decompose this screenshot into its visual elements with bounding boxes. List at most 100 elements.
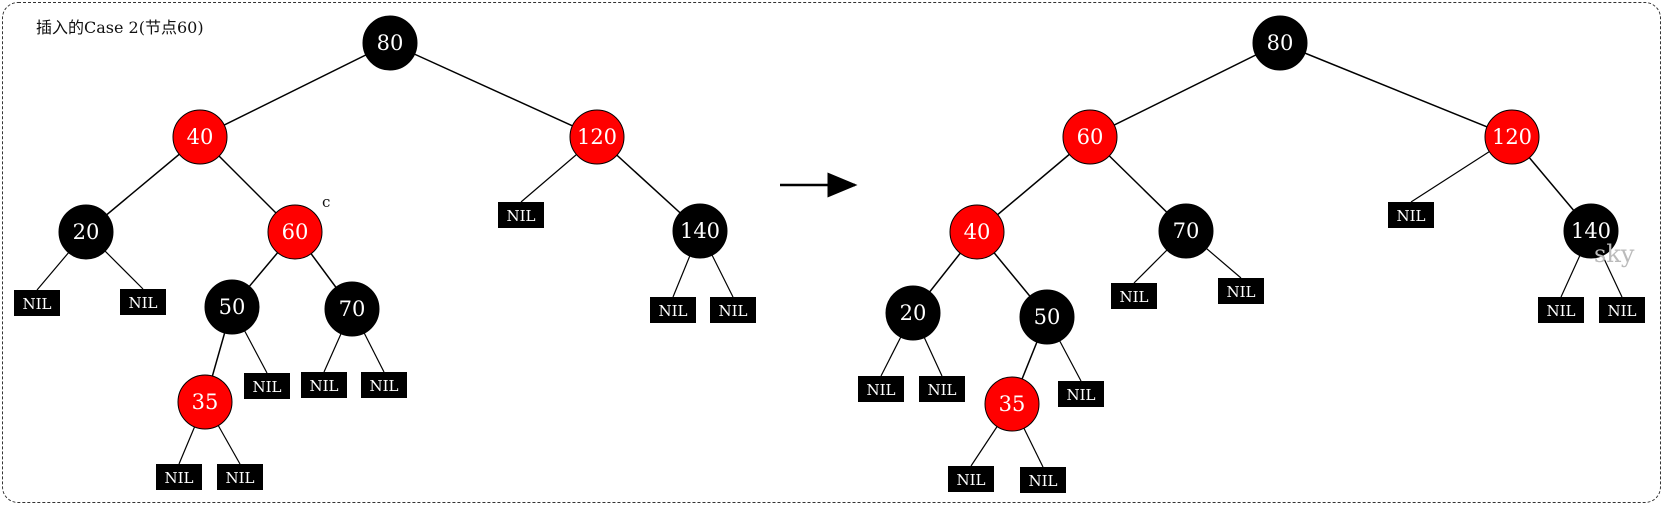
after-nil-label: NIL — [1607, 302, 1636, 320]
after-nil-label: NIL — [1226, 283, 1255, 301]
before-nil-leaf: NIL — [498, 202, 544, 228]
before-nil-leaf: NIL — [14, 290, 60, 316]
before-nil-box — [361, 372, 407, 398]
before-node-40-label: 40 — [187, 125, 214, 149]
before-node-60-circle — [267, 204, 323, 260]
before-nil-label: NIL — [225, 469, 254, 487]
before-nil-box — [156, 464, 202, 490]
after-node-50: 50 — [1019, 289, 1075, 345]
after-node-70: 70 — [1158, 203, 1214, 259]
after-node-20: 20 — [885, 285, 941, 341]
after-node-20-circle — [885, 285, 941, 341]
after-nil-leaf: NIL — [1218, 278, 1264, 304]
before-node-120-circle — [569, 109, 625, 165]
after-node-35-label: 35 — [999, 392, 1026, 416]
before-nil-label: NIL — [22, 295, 51, 313]
after-nil-box — [1218, 278, 1264, 304]
before-node-140: 140 — [672, 203, 728, 259]
after-node-120: 120 — [1484, 109, 1540, 165]
before-nil-box — [650, 297, 696, 323]
after-node-40-label: 40 — [964, 220, 991, 244]
before-node-50-label: 50 — [219, 295, 246, 319]
after-nil-leaf: NIL — [1538, 297, 1584, 323]
after-nil-box — [1020, 467, 1066, 493]
before-node-80: 80 — [362, 15, 418, 71]
watermark: sky — [1594, 240, 1635, 268]
after-node-80-label: 80 — [1267, 31, 1294, 55]
after-node-120-circle — [1484, 109, 1540, 165]
before-nil-box — [217, 464, 263, 490]
after-nil-label: NIL — [927, 381, 956, 399]
after-node-120-label: 120 — [1492, 125, 1532, 149]
before-nil-box — [301, 372, 347, 398]
after-nil-box — [1058, 381, 1104, 407]
before-nil-box — [14, 290, 60, 316]
after-nil-label: NIL — [1119, 288, 1148, 306]
after-node-70-circle — [1158, 203, 1214, 259]
before-node-140-circle — [672, 203, 728, 259]
after-nil-leaf: NIL — [1058, 381, 1104, 407]
after-nil-label: NIL — [866, 381, 895, 399]
before-nil-label: NIL — [658, 302, 687, 320]
after-node-140-label: 140 — [1571, 219, 1611, 243]
after-nil-label: NIL — [1396, 207, 1425, 225]
before-nil-box — [120, 289, 166, 315]
after-nil-box — [1538, 297, 1584, 323]
after-nil-leaf: NIL — [1020, 467, 1066, 493]
before-node-120-label: 120 — [577, 125, 617, 149]
after-node-80: 80 — [1252, 15, 1308, 71]
after-node-50-circle — [1019, 289, 1075, 345]
before-nil-box — [244, 373, 290, 399]
after-nil-leaf: NIL — [1388, 202, 1434, 228]
after-nil-box — [948, 466, 994, 492]
before-nil-label: NIL — [506, 207, 535, 225]
before-node-35: 35 — [177, 374, 233, 430]
after-node-60: 60 — [1062, 109, 1118, 165]
annotation-c: c — [322, 193, 330, 211]
before-node-70-circle — [324, 281, 380, 337]
before-nil-label: NIL — [718, 302, 747, 320]
before-nil-leaf: NIL — [301, 372, 347, 398]
after-nil-leaf: NIL — [858, 376, 904, 402]
after-nil-box — [1599, 297, 1645, 323]
before-node-80-circle — [362, 15, 418, 71]
before-nil-box — [498, 202, 544, 228]
before-nil-leaf: NIL — [710, 297, 756, 323]
after-nil-box — [1111, 283, 1157, 309]
before-nil-label: NIL — [164, 469, 193, 487]
before-node-20-circle — [58, 204, 114, 260]
before-node-120: 120 — [569, 109, 625, 165]
before-node-35-circle — [177, 374, 233, 430]
after-edge-80-120 — [1279, 42, 1513, 138]
after-nil-label: NIL — [1546, 302, 1575, 320]
before-node-70: 70 — [324, 281, 380, 337]
after-nil-leaf: NIL — [1111, 283, 1157, 309]
after-node-40: 40 — [949, 204, 1005, 260]
after-nil-leaf: NIL — [948, 466, 994, 492]
after-node-60-circle — [1062, 109, 1118, 165]
before-nil-box — [710, 297, 756, 323]
after-nil-box — [1388, 202, 1434, 228]
before-edge-80-40 — [199, 42, 391, 138]
before-nil-leaf: NIL — [120, 289, 166, 315]
after-node-70-label: 70 — [1173, 219, 1200, 243]
before-nil-label: NIL — [252, 378, 281, 396]
after-nil-box — [858, 376, 904, 402]
after-node-80-circle — [1252, 15, 1308, 71]
before-edge-80-120 — [389, 42, 598, 138]
before-node-70-label: 70 — [339, 297, 366, 321]
after-node-60-label: 60 — [1077, 125, 1104, 149]
before-node-20-label: 20 — [73, 220, 100, 244]
after-node-20-label: 20 — [900, 301, 927, 325]
after-node-50-label: 50 — [1034, 305, 1061, 329]
after-node-140-circle — [1563, 203, 1619, 259]
before-nil-label: NIL — [309, 377, 338, 395]
after-nil-label: NIL — [1066, 386, 1095, 404]
before-node-40-circle — [172, 109, 228, 165]
after-nil-leaf: NIL — [919, 376, 965, 402]
after-nil-label: NIL — [1028, 472, 1057, 490]
after-edge-80-60 — [1089, 42, 1281, 138]
before-nil-label: NIL — [369, 377, 398, 395]
